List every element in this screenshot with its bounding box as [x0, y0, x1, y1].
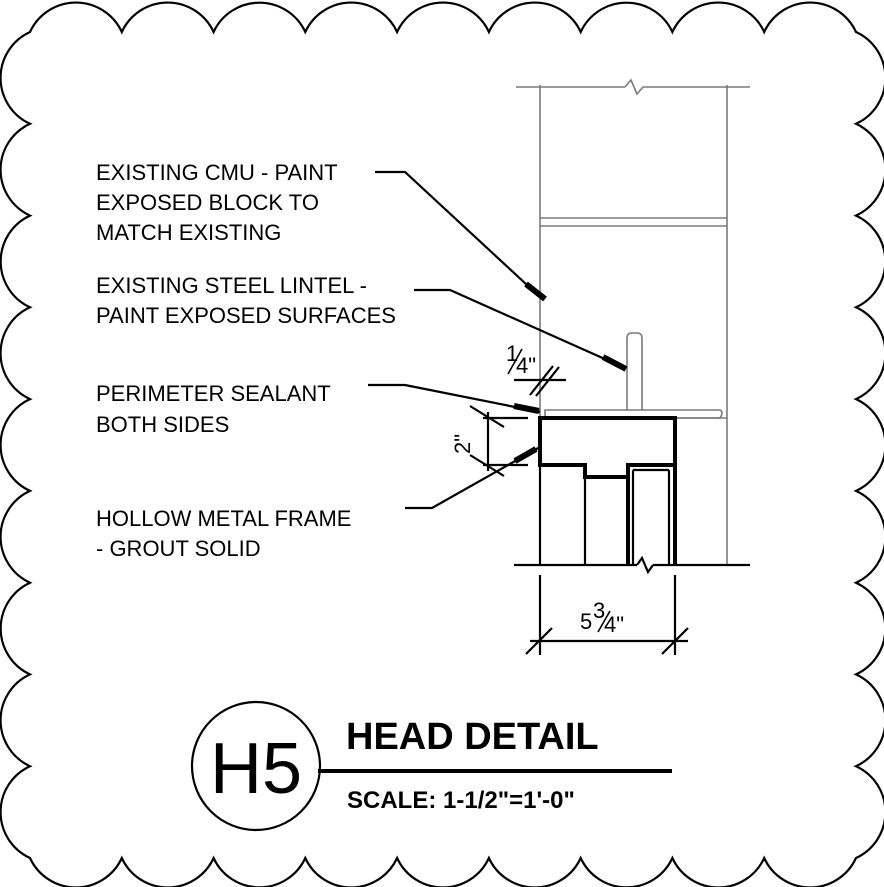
- wall-width-denominator: 4": [604, 612, 624, 637]
- cmu-note-line-3: MATCH EXISTING: [96, 220, 281, 245]
- lintel-note-line-2: PAINT EXPOSED SURFACES: [96, 303, 396, 328]
- title-block: H5 HEAD DETAIL SCALE: 1-1/2"=1'-0": [190, 700, 672, 832]
- detail-tag-circle: [190, 700, 322, 832]
- sealant-note-line-2: BOTH SIDES: [96, 412, 229, 437]
- joint-dimension-label: 1 4": [506, 341, 536, 378]
- lintel-note: EXISTING STEEL LINTEL - PAINT EXPOSED SU…: [96, 273, 396, 328]
- frame-note-line-2: - GROUT SOLID: [96, 536, 261, 561]
- frame-note-line-1: HOLLOW METAL FRAME: [96, 506, 351, 531]
- cmu-note-line-2: EXPOSED BLOCK TO: [96, 190, 319, 215]
- cmu-note: EXISTING CMU - PAINT EXPOSED BLOCK TO MA…: [96, 160, 343, 245]
- lintel-note-line-1: EXISTING STEEL LINTEL -: [96, 273, 367, 298]
- cmu-wall: [516, 78, 750, 565]
- steel-lintel: [544, 332, 723, 419]
- cmu-note-line-1: EXISTING CMU - PAINT: [96, 160, 337, 185]
- wall-width-whole: 5: [580, 609, 592, 634]
- joint-denominator: 4": [516, 353, 536, 378]
- wall-width-dimension-label: 5 3 4": [580, 598, 624, 637]
- detail-tag: H5: [210, 729, 302, 809]
- frame-note: HOLLOW METAL FRAME - GROUT SOLID: [96, 506, 358, 561]
- detail-title: HEAD DETAIL: [346, 716, 599, 758]
- detail-scale: SCALE: 1-1/2"=1'-0": [347, 787, 575, 814]
- dimension-lines: [469, 365, 689, 655]
- hollow-metal-frame: [514, 416, 750, 575]
- head-height-dimension: 2": [450, 434, 475, 454]
- sealant-note: PERIMETER SEALANT BOTH SIDES: [96, 381, 336, 437]
- wall-width-numerator: 3: [593, 598, 605, 623]
- leader-lines: [368, 170, 628, 510]
- sealant-note-line-1: PERIMETER SEALANT: [96, 381, 330, 406]
